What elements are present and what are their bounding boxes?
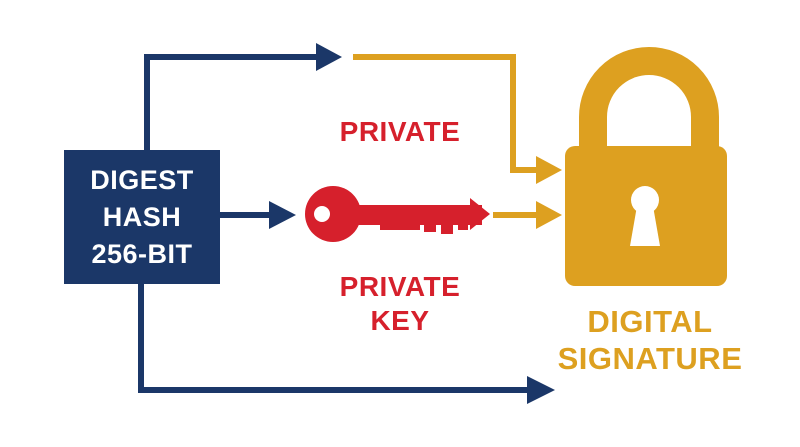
gold-top-route-arrowhead — [536, 156, 562, 184]
gold-top-route-line — [353, 54, 536, 173]
digital-signature-line-2: SIGNATURE — [557, 341, 743, 376]
gold-middle-route-arrowhead — [536, 201, 562, 229]
private-key-label-line-1: PRIVATE — [339, 271, 461, 302]
hash-box-line-1: DIGEST — [90, 164, 194, 195]
digital-signature-label: DIGITAL SIGNATURE — [540, 303, 760, 377]
bottom-route-line — [138, 284, 528, 393]
private-label-top: PRIVATE — [339, 116, 461, 147]
digest-hash-box: DIGEST HASH 256-BIT — [64, 150, 220, 284]
private-key-label-line-2: KEY — [370, 305, 430, 336]
private-key-label: PRIVATE KEY — [300, 270, 500, 338]
hash-box-line-2: HASH — [102, 201, 182, 232]
top-route-arrowhead — [316, 43, 342, 71]
middle-route-arrowhead — [269, 201, 296, 229]
padlock-icon — [565, 47, 727, 286]
hash-box-line-3: 256-BIT — [91, 238, 193, 269]
top-route-line — [144, 54, 318, 150]
bottom-route-arrowhead — [527, 376, 555, 404]
key-icon — [305, 186, 490, 242]
digital-signature-line-1: DIGITAL — [587, 304, 713, 339]
